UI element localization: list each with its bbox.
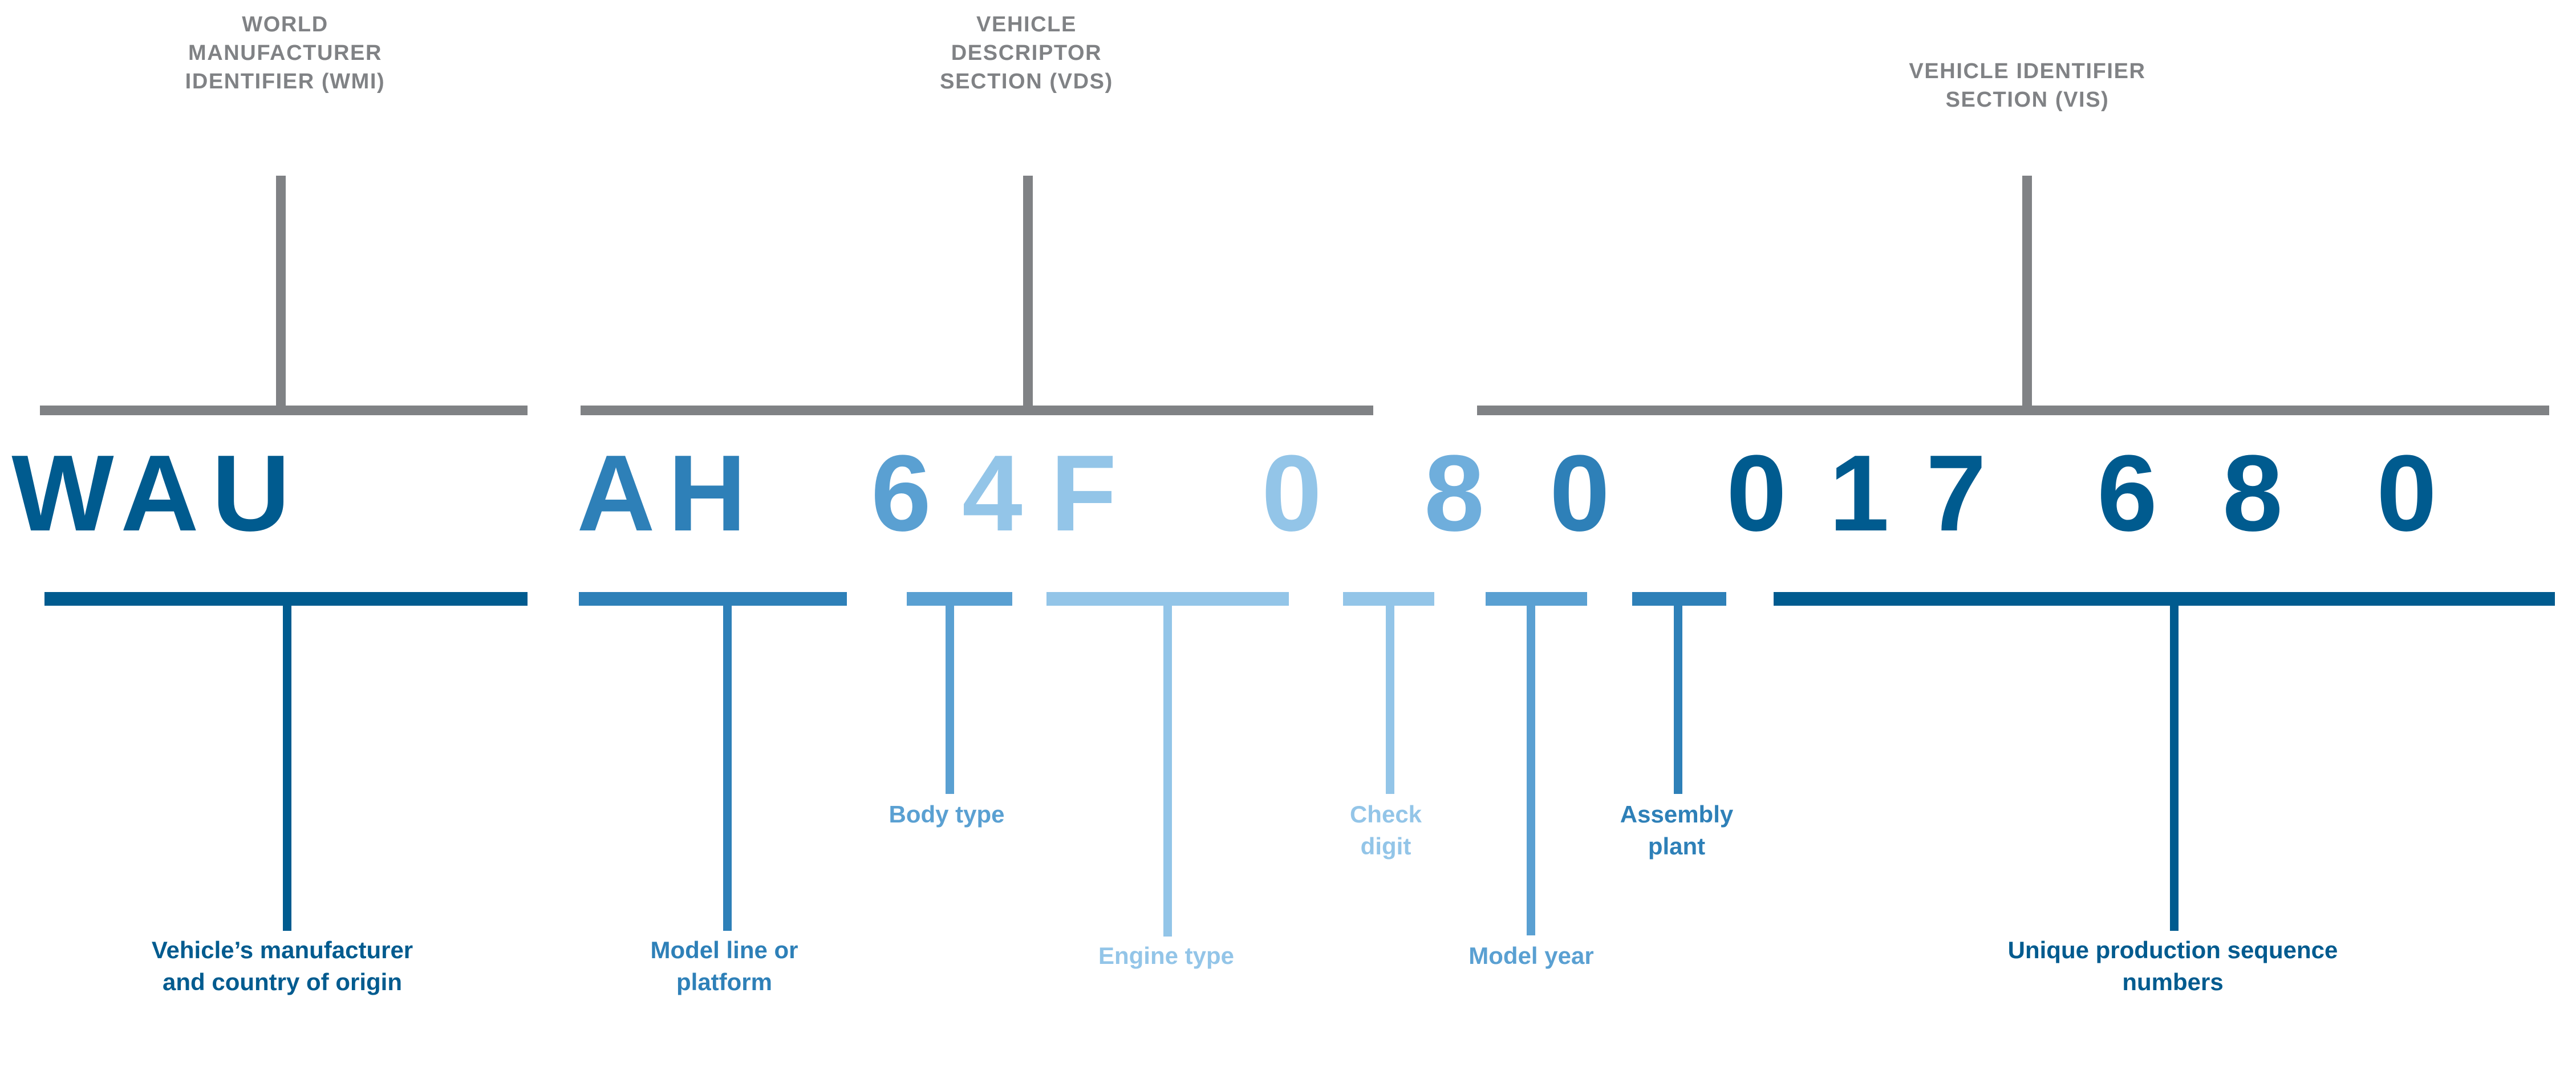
callout-production-sequence: Unique production sequence numbers bbox=[1814, 934, 2532, 998]
vin-character: 0 bbox=[2376, 433, 2437, 554]
callout-manufacturer-line2: and country of origin bbox=[163, 968, 402, 995]
vis-bracket-bar bbox=[1477, 406, 2549, 415]
callout-check-digit-line1: Check bbox=[1349, 801, 1422, 828]
callout-assembly-plant-line2: plant bbox=[1648, 832, 1706, 860]
vin-character: 1 bbox=[1829, 433, 1889, 554]
callout-stem-model-year bbox=[1527, 606, 1535, 935]
underline-bar-engine-type bbox=[1046, 592, 1289, 606]
underline-bar-body-type bbox=[907, 592, 1012, 606]
callout-stem-body-type bbox=[946, 606, 954, 794]
vin-character: F bbox=[1050, 433, 1117, 554]
section-title-vds-line3: SECTION (VDS) bbox=[940, 70, 1113, 94]
callout-engine-type-line1: Engine type bbox=[1098, 942, 1235, 969]
callout-engine-type: Engine type bbox=[1015, 940, 1317, 972]
section-title-vds-line2: DESCRIPTOR bbox=[951, 41, 1102, 66]
vin-character: 4 bbox=[962, 433, 1023, 554]
vds-bracket-stem bbox=[1023, 176, 1033, 415]
section-title-vis-line2: SECTION (VIS) bbox=[1945, 88, 2110, 112]
callout-check-digit-line2: digit bbox=[1360, 832, 1411, 860]
callout-body-type-line1: Body type bbox=[889, 801, 1005, 828]
underline-bar-manufacturer bbox=[44, 592, 528, 606]
callout-model-year: Model year bbox=[1380, 940, 1682, 972]
callout-stem-engine-type bbox=[1163, 606, 1172, 937]
section-title-vds-line1: VEHICLE bbox=[976, 13, 1077, 37]
vin-character: 8 bbox=[2222, 433, 2283, 554]
callout-model-year-line1: Model year bbox=[1468, 942, 1594, 969]
section-title-vis: VEHICLE IDENTIFIER SECTION (VIS) bbox=[1685, 57, 2370, 114]
vin-character: 0 bbox=[1726, 433, 1787, 554]
vis-bracket-stem bbox=[2022, 176, 2032, 415]
callout-model-line: Model line or platform bbox=[565, 934, 884, 998]
vin-character: 0 bbox=[1549, 433, 1610, 554]
callout-body-type: Body type bbox=[787, 799, 1106, 830]
vin-character: 8 bbox=[1424, 433, 1484, 554]
vin-character: W bbox=[11, 433, 114, 554]
underline-bar-check-digit bbox=[1343, 592, 1434, 606]
section-title-wmi: WORLD MANUFACTURER IDENTIFIER (WMI) bbox=[57, 10, 513, 96]
callout-assembly-plant-line1: Assembly bbox=[1620, 801, 1734, 828]
wmi-bracket-bar bbox=[40, 406, 528, 415]
section-title-wmi-line1: WORLD bbox=[242, 13, 328, 37]
wmi-bracket-stem bbox=[276, 176, 286, 415]
section-title-wmi-line3: IDENTIFIER (WMI) bbox=[185, 70, 386, 94]
callout-stem-model-line bbox=[723, 606, 732, 931]
callout-model-line-line2: platform bbox=[676, 968, 772, 995]
callout-stem-manufacturer bbox=[283, 606, 291, 931]
callout-stem-production-sequence bbox=[2170, 606, 2179, 931]
vin-character: U bbox=[212, 433, 290, 554]
callout-check-digit: Check digit bbox=[1283, 799, 1488, 862]
vin-character: 6 bbox=[2097, 433, 2157, 554]
vin-character: 0 bbox=[1261, 433, 1322, 554]
callout-stem-check-digit bbox=[1386, 606, 1394, 794]
vin-character: H bbox=[668, 433, 747, 554]
underline-bar-assembly-plant bbox=[1632, 592, 1726, 606]
vin-character: 6 bbox=[871, 433, 931, 554]
underline-bar-production-sequence bbox=[1774, 592, 2555, 606]
underline-bar-model-line bbox=[579, 592, 847, 606]
section-title-vds: VEHICLE DESCRIPTOR SECTION (VDS) bbox=[798, 10, 1255, 96]
callout-manufacturer: Vehicle’s manufacturer and country of or… bbox=[17, 934, 547, 998]
underline-bar-model-year bbox=[1486, 592, 1587, 606]
callout-manufacturer-line1: Vehicle’s manufacturer bbox=[151, 937, 413, 963]
section-title-vis-line1: VEHICLE IDENTIFIER bbox=[1909, 59, 2146, 83]
callout-production-sequence-line1: Unique production sequence bbox=[2007, 937, 2338, 963]
vds-bracket-bar bbox=[581, 406, 1373, 415]
callout-assembly-plant: Assembly plant bbox=[1551, 799, 1802, 862]
callout-model-line-line1: Model line or bbox=[650, 937, 798, 963]
section-title-wmi-line2: MANUFACTURER bbox=[188, 41, 383, 66]
vin-character: A bbox=[120, 433, 199, 554]
callout-stem-assembly-plant bbox=[1674, 606, 1682, 794]
vin-character: 7 bbox=[1926, 433, 1986, 554]
callout-production-sequence-line2: numbers bbox=[2122, 968, 2224, 995]
vin-character: A bbox=[577, 433, 655, 554]
